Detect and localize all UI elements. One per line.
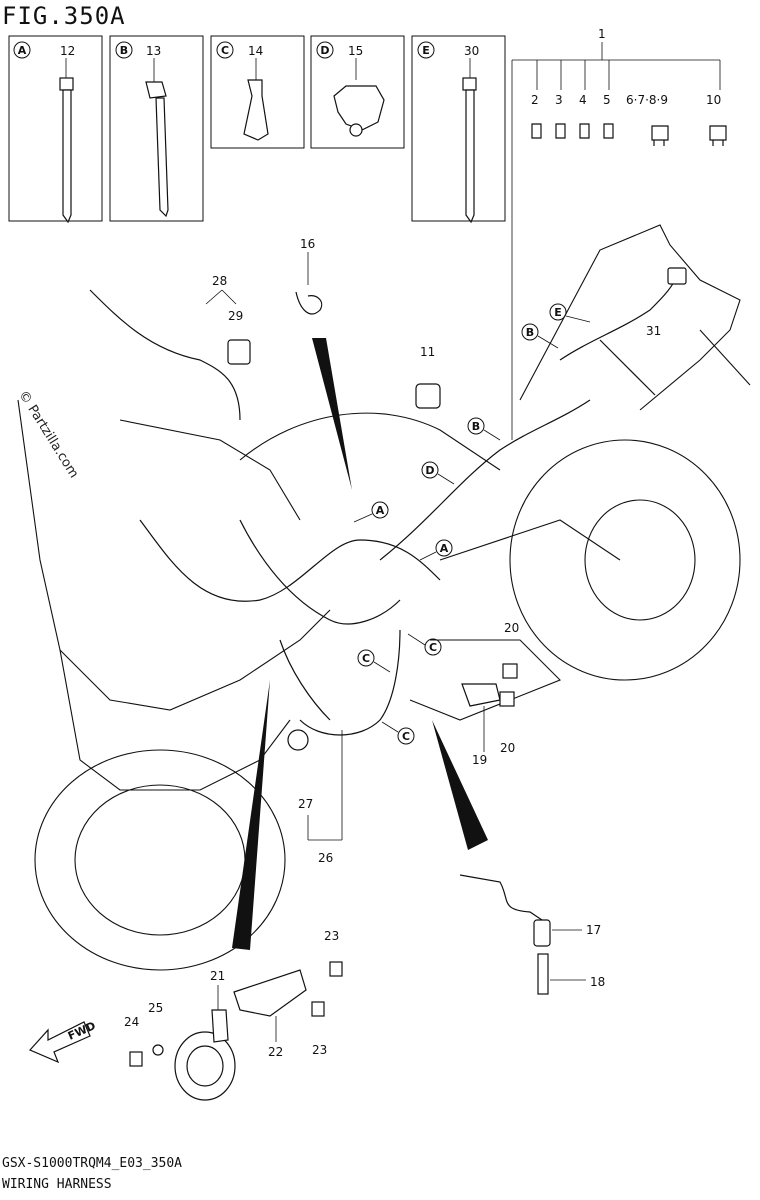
part-11[interactable]: 11 <box>415 345 441 409</box>
part-28-label: 28 <box>212 274 227 288</box>
part-26-27[interactable]: 27 26 <box>287 729 343 865</box>
part-31-label: 31 <box>646 324 661 338</box>
svg-text:C: C <box>402 730 410 743</box>
svg-text:A: A <box>440 542 449 555</box>
svg-text:C: C <box>429 641 437 654</box>
part-19-label: 19 <box>472 753 487 767</box>
main-harness[interactable] <box>89 279 676 736</box>
part-27-label: 27 <box>298 797 313 811</box>
callout-c3[interactable]: C <box>381 721 415 745</box>
panel-a-part: 12 <box>60 44 75 58</box>
part-17-18[interactable]: 17 18 <box>459 874 605 995</box>
fuse-item-10: 10 <box>706 93 721 107</box>
part-20a-label: 20 <box>504 621 519 635</box>
panel-b-letter: B <box>120 44 128 57</box>
part-28-29[interactable]: 28 29 <box>205 274 251 365</box>
part-17-label: 17 <box>586 923 601 937</box>
svg-text:A: A <box>376 504 385 517</box>
part-21-label: 21 <box>210 969 225 983</box>
panel-d[interactable]: D 15 <box>310 35 405 149</box>
callout-a2[interactable]: A <box>419 539 453 561</box>
fuse-item-3: 3 <box>555 93 563 107</box>
panel-c[interactable]: C 14 <box>210 35 305 149</box>
fuse-icon <box>603 123 614 139</box>
panel-b[interactable]: B 13 <box>109 35 204 222</box>
panel-c-letter: C <box>221 44 229 57</box>
relay-icon <box>651 125 669 146</box>
svg-text:C: C <box>362 652 370 665</box>
fuse-item-4: 4 <box>579 93 587 107</box>
panel-a[interactable]: A 12 <box>8 35 103 224</box>
fuse-icon <box>579 123 590 139</box>
figure-name: WIRING HARNESS <box>2 1177 112 1192</box>
callout-e1[interactable]: E <box>549 303 591 323</box>
panel-e-part: 30 <box>464 44 479 58</box>
fuse-item-5: 5 <box>603 93 611 107</box>
fuse-group[interactable]: 1 2 3 4 5 6·7·8·9 10 <box>511 27 727 440</box>
fuse-icon <box>531 123 542 139</box>
callout-b2[interactable]: B <box>521 323 559 349</box>
panel-c-part: 14 <box>248 44 263 58</box>
fuse-item-6-9: 6·7·8·9 <box>626 93 668 107</box>
part-23b-label: 23 <box>312 1043 327 1057</box>
part-31[interactable]: 31 <box>646 267 687 338</box>
part-23a-label: 23 <box>324 929 339 943</box>
model-code: GSX-S1000TRQM4_E03_350A <box>2 1156 183 1171</box>
fuse-parent-label: 1 <box>598 27 606 41</box>
panel-a-letter: A <box>18 44 27 57</box>
part-25-label: 25 <box>148 1001 163 1015</box>
part-11-label: 11 <box>420 345 435 359</box>
part-19-20[interactable]: 20 19 20 <box>461 621 519 767</box>
horn-assembly[interactable]: 21 25 24 22 23 23 <box>124 929 343 1101</box>
panel-b-part: 13 <box>146 44 161 58</box>
part-26-label: 26 <box>318 851 333 865</box>
panel-d-part: 15 <box>348 44 363 58</box>
panel-e[interactable]: E 30 <box>411 35 506 224</box>
svg-text:B: B <box>526 326 534 339</box>
callout-d1[interactable]: D <box>421 461 455 485</box>
callout-c1[interactable]: C <box>407 633 442 656</box>
part-29-label: 29 <box>228 309 243 323</box>
fwd-arrow-icon: FWD <box>28 1019 98 1064</box>
part-16[interactable]: 16 <box>295 237 323 315</box>
callout-c2[interactable]: C <box>357 649 391 673</box>
svg-text:E: E <box>554 306 562 319</box>
fuse-item-2: 2 <box>531 93 539 107</box>
callout-b1[interactable]: B <box>467 417 501 441</box>
motorcycle-outline <box>17 224 751 971</box>
part-16-label: 16 <box>300 237 315 251</box>
panel-d-letter: D <box>320 44 329 57</box>
callout-a1[interactable]: A <box>353 501 389 523</box>
panel-e-letter: E <box>422 44 430 57</box>
leader-wedges <box>232 338 488 950</box>
part-22-label: 22 <box>268 1045 283 1059</box>
relay-icon <box>709 125 727 146</box>
fuse-icon <box>555 123 566 139</box>
figure-title: FIG.350A <box>2 2 126 30</box>
svg-text:B: B <box>472 420 480 433</box>
part-24-label: 24 <box>124 1015 139 1029</box>
part-20b-label: 20 <box>500 741 515 755</box>
svg-text:D: D <box>425 464 434 477</box>
part-18-label: 18 <box>590 975 605 989</box>
